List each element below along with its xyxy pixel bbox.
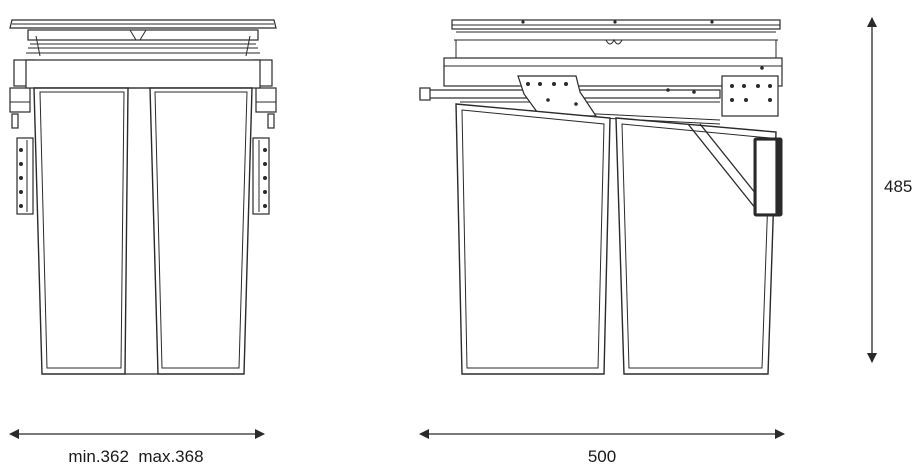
front-main-rail bbox=[25, 59, 261, 89]
front-bin-divider bbox=[125, 87, 158, 375]
front-bin-right bbox=[149, 87, 253, 375]
side-top-frame bbox=[451, 19, 781, 58]
depth-dimension-label: 500 bbox=[588, 447, 616, 466]
front-right-bracket bbox=[251, 59, 277, 215]
side-bin-rear bbox=[615, 117, 777, 375]
width-dimension-label: min.362 max.368 bbox=[68, 447, 203, 466]
side-rear-slider-bracket bbox=[666, 66, 779, 117]
front-top-frame bbox=[9, 19, 277, 57]
front-left-bracket bbox=[9, 59, 35, 215]
front-view bbox=[9, 19, 277, 375]
side-bin-front bbox=[455, 103, 611, 375]
height-dimension-label: 485 bbox=[884, 177, 912, 196]
height-dimension: 485 bbox=[867, 17, 912, 363]
depth-dimension: 500 bbox=[419, 429, 785, 466]
width-dimension: min.362 max.368 bbox=[9, 429, 265, 466]
side-front-slider-bracket bbox=[517, 75, 598, 117]
front-bin-left bbox=[33, 87, 129, 375]
side-rear-damper bbox=[687, 123, 783, 217]
side-view bbox=[419, 19, 783, 375]
